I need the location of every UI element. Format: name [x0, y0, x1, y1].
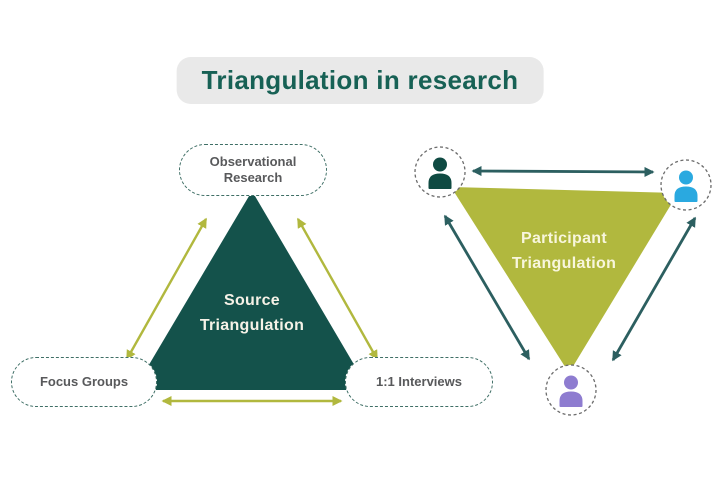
researcher-avatar: [414, 146, 466, 198]
node-focus-groups: Focus Groups: [11, 357, 157, 407]
arrow-participant-top: [471, 166, 655, 177]
node-label: 1:1 Interviews: [376, 373, 462, 389]
node-observational-research: Observational Research: [179, 144, 327, 196]
arrow-participant-left: [443, 214, 531, 361]
node-one-to-one-interviews: 1:1 Interviews: [345, 357, 493, 407]
title-badge: Triangulation in research: [176, 57, 544, 104]
node-label: Focus Groups: [39, 373, 129, 389]
participant-purple-avatar: [545, 364, 597, 416]
source-triangle-label: Source Triangulation: [199, 292, 305, 334]
participant-triangle: [451, 187, 678, 373]
participant-triangle-label: Participant Triangulation: [511, 230, 617, 272]
arrow-participant-right: [611, 216, 697, 362]
arrow-observational-focus: [125, 217, 208, 361]
node-label: Observational Research: [209, 153, 297, 185]
page-title: Triangulation in research: [201, 65, 519, 95]
participant-blue-avatar: [660, 159, 712, 211]
arrow-observational-interviews: [296, 217, 379, 361]
